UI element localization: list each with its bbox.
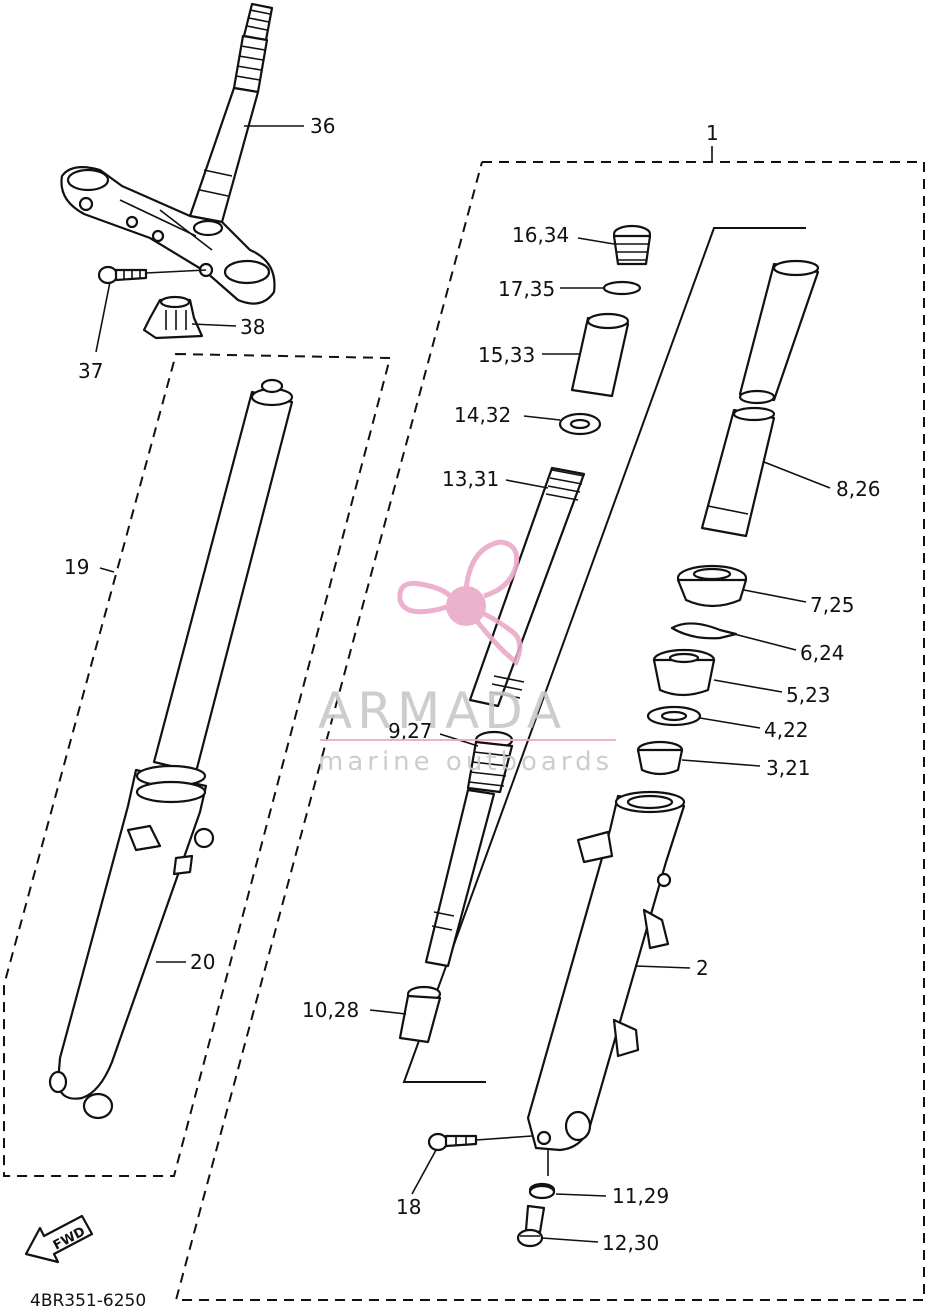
o-ring-17-part xyxy=(602,280,642,296)
dust-seal-7-part xyxy=(676,564,748,608)
inner-tube-8-part xyxy=(700,259,820,538)
fork-spring-13-part xyxy=(468,466,586,708)
callout-36: 36 xyxy=(310,114,335,138)
callout-10-28: 10,28 xyxy=(302,998,359,1022)
callout-19: 19 xyxy=(64,555,89,579)
callout-7-25: 7,25 xyxy=(810,593,855,617)
nut-38-part xyxy=(142,295,204,340)
watermark-brand: ARMADA xyxy=(318,682,566,740)
drawing-code: 4BR351-6250 xyxy=(30,1291,146,1309)
callout-4-22: 4,22 xyxy=(764,718,809,742)
callout-18: 18 xyxy=(396,1195,421,1219)
copper-washer-11-part xyxy=(528,1182,556,1200)
bolt-12-part xyxy=(516,1204,546,1248)
propeller-logo-icon xyxy=(397,539,523,666)
slide-metal-3-part xyxy=(636,740,684,776)
spacer-15-part xyxy=(570,312,630,398)
callout-1: 1 xyxy=(706,121,719,145)
callout-37: 37 xyxy=(78,359,103,383)
callout-8-26: 8,26 xyxy=(836,477,881,501)
callout-labels: 1 36 16,34 17,35 38 15,33 37 14,32 13,31… xyxy=(64,114,881,1255)
watermark-tagline: marine outboards xyxy=(318,747,613,777)
callout-16-34: 16,34 xyxy=(512,223,569,247)
spring-group-bracket xyxy=(402,227,806,1083)
bolt-37-part xyxy=(97,265,207,285)
left-outer-tube-part xyxy=(48,764,215,1120)
armada-watermark: ARMADA marine outboards xyxy=(318,539,616,777)
callout-20: 20 xyxy=(190,950,215,974)
left-inner-tube-part xyxy=(152,378,294,774)
bolt-18-part xyxy=(427,1132,533,1152)
callout-11-29: 11,29 xyxy=(612,1184,669,1208)
callout-13-31: 13,31 xyxy=(442,467,499,491)
fork-assembly-1-outline xyxy=(174,161,925,1301)
steering-stem-part xyxy=(188,2,274,224)
callout-17-35: 17,35 xyxy=(498,277,555,301)
callout-6-24: 6,24 xyxy=(800,641,845,665)
callout-12-30: 12,30 xyxy=(602,1231,659,1255)
taper-spindle-10-part xyxy=(398,985,442,1044)
callout-14-32: 14,32 xyxy=(454,403,511,427)
oil-seal-5-part xyxy=(652,648,716,697)
clip-6-part xyxy=(670,622,738,640)
propeller-hub-icon xyxy=(446,586,486,626)
fwd-arrow-icon: FWD xyxy=(24,1214,94,1264)
outer-tube-2-part xyxy=(526,790,686,1152)
callout-15-33: 15,33 xyxy=(478,343,535,367)
cap-bolt-16-part xyxy=(612,224,652,266)
washer-14-part xyxy=(558,412,602,436)
fork-assembly-19-outline xyxy=(3,352,392,1177)
washer-4-part xyxy=(646,705,702,727)
callout-38: 38 xyxy=(240,315,265,339)
callout-2: 2 xyxy=(696,956,709,980)
callout-3-21: 3,21 xyxy=(766,756,811,780)
callout-5-23: 5,23 xyxy=(786,683,831,707)
under-bracket-part xyxy=(60,165,276,305)
